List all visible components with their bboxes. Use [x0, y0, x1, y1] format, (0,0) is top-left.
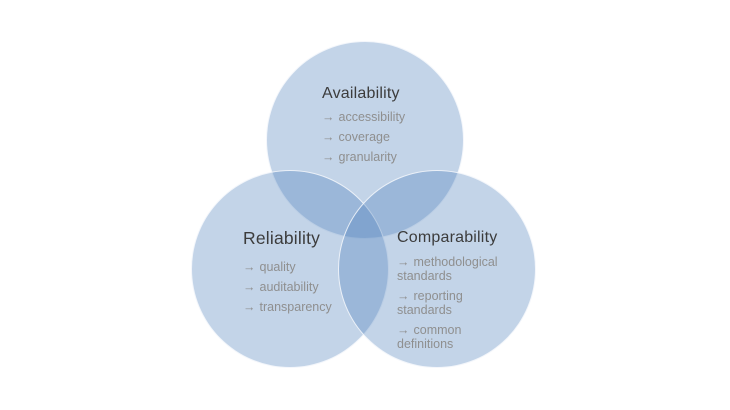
reliability-title: Reliability	[243, 228, 321, 248]
list-item-label: coverage	[338, 130, 390, 144]
reliability-label-block: Reliability →quality →auditability →tran…	[243, 227, 375, 314]
list-item: →quality	[243, 260, 375, 274]
availability-title: Availability	[322, 85, 400, 102]
comparability-label-block: Comparability →methodological standards …	[397, 228, 511, 351]
list-item: →common definitions	[397, 323, 511, 351]
list-item-label: reporting standards	[397, 289, 463, 317]
arrow-icon: →	[397, 255, 410, 269]
list-item: →transparency	[243, 300, 375, 314]
arrow-icon: →	[243, 260, 256, 274]
arrow-icon: →	[243, 280, 256, 294]
list-item: →granularity	[322, 150, 448, 164]
list-item-label: methodological standards	[397, 255, 498, 283]
list-item: →coverage	[322, 130, 448, 144]
arrow-icon: →	[322, 110, 335, 124]
arrow-icon: →	[397, 289, 410, 303]
list-item: →methodological standards	[397, 255, 511, 283]
arrow-icon: →	[243, 300, 256, 314]
list-item-label: accessibility	[338, 110, 406, 124]
arrow-icon: →	[397, 323, 410, 337]
list-item: →accessibility	[322, 110, 448, 124]
list-item-label: transparency	[259, 300, 332, 314]
list-item: →auditability	[243, 280, 375, 294]
arrow-icon: →	[322, 150, 335, 164]
venn-circle-comparability	[338, 170, 536, 368]
list-item-label: granularity	[338, 150, 397, 164]
arrow-icon: →	[322, 130, 335, 144]
comparability-title: Comparability	[397, 229, 498, 246]
list-item-label: common definitions	[397, 323, 462, 351]
list-item-label: quality	[259, 260, 296, 274]
availability-label-block: Availability →accessibility →coverage →g…	[322, 84, 448, 164]
list-item-label: auditability	[259, 280, 319, 294]
list-item: →reporting standards	[397, 289, 511, 317]
